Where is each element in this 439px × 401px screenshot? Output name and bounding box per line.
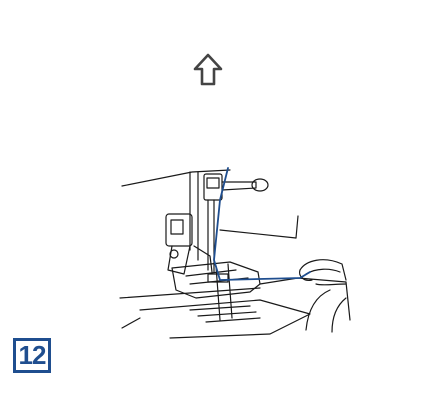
thread [213,167,311,281]
needle-clamp [203,173,269,273]
needle-plate [119,263,351,339]
step-number-badge: 12 [13,338,51,373]
sewing-machine-illustration [119,167,351,339]
machine-arm [121,169,299,261]
hand [299,259,347,333]
up-arrow-icon [193,53,223,86]
presser-foot-shank [165,213,213,275]
